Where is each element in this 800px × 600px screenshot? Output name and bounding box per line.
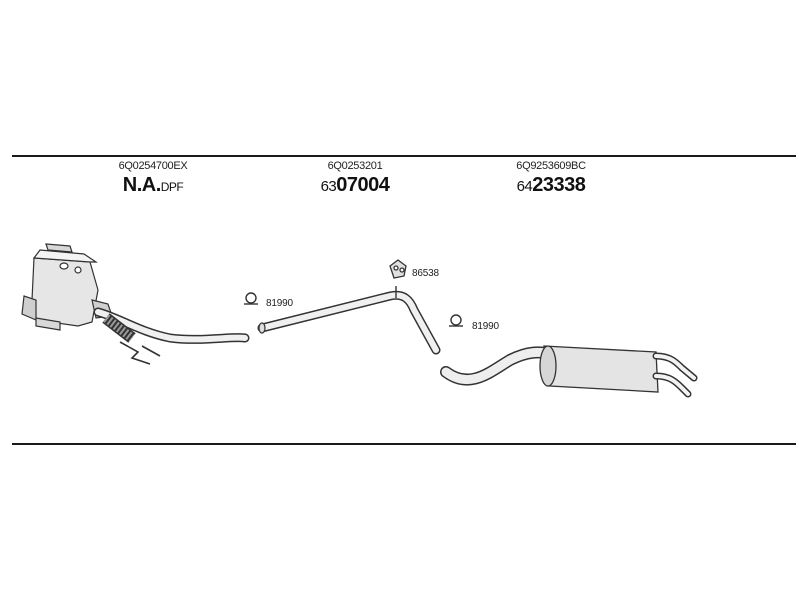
part-number: 6Q0253201 <box>327 160 383 172</box>
part-code-prefix: 63 <box>320 178 337 195</box>
part-code-main: 07004 <box>336 174 390 196</box>
part-code-main: N.A. <box>122 174 162 196</box>
rear-silencer <box>440 345 698 398</box>
dpf-unit <box>21 243 113 331</box>
clamp-label-1: 81990 <box>266 298 293 309</box>
part-code-prefix: 64 <box>516 178 533 195</box>
middle-pipe <box>257 286 441 355</box>
part-number: 6Q9253609BC <box>516 160 586 172</box>
hanger-label: 86538 <box>412 268 439 279</box>
clamp-label-2: 81990 <box>472 321 499 332</box>
part-header-middle-pipe: 6Q0253201 6307004 <box>255 160 455 197</box>
part-code: N.A.DPF <box>53 174 253 197</box>
part-header-rear-silencer: 6Q9253609BC 6423338 <box>451 160 651 197</box>
bottom-rule <box>12 443 796 445</box>
front-pipe <box>93 307 250 365</box>
part-code-suffix: DPF <box>160 180 184 194</box>
rubber-hanger-icon <box>389 259 407 279</box>
clamp-icon <box>449 314 463 327</box>
part-header-dpf: 6Q0254700EX N.A.DPF <box>53 160 253 197</box>
top-rule <box>12 155 796 157</box>
clamp-icon <box>244 292 258 305</box>
part-code-main: 23338 <box>532 174 586 196</box>
part-code: 6307004 <box>255 174 455 197</box>
part-code: 6423338 <box>451 174 651 197</box>
part-number: 6Q0254700EX <box>118 160 188 172</box>
